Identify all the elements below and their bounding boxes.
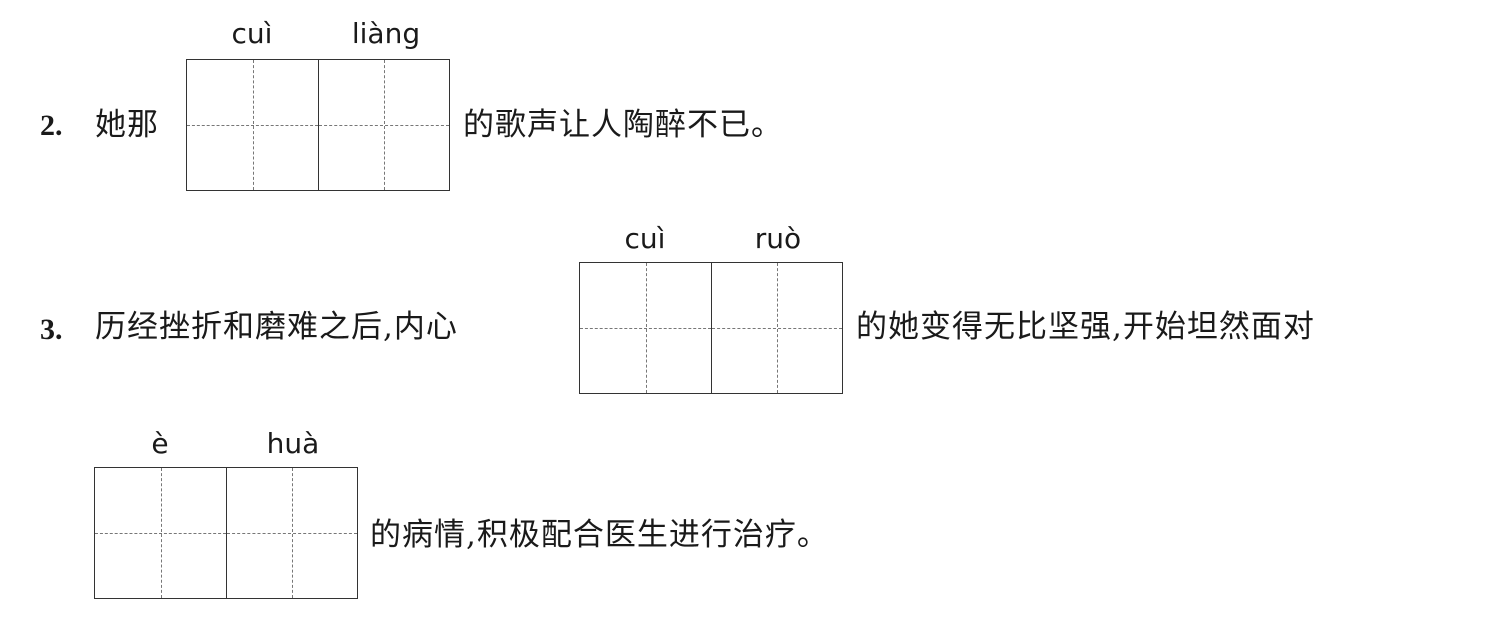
pinyin-label: huà (266, 427, 320, 460)
answer-box[interactable] (186, 59, 450, 191)
writing-cell[interactable] (711, 263, 842, 393)
sentence-after: 的歌声让人陶醉不已。 (463, 107, 783, 143)
sentence-before: 历经挫折和磨难之后,内心 (95, 309, 458, 345)
sentence-after: 的病情,积极配合医生进行治疗。 (370, 517, 829, 553)
pinyin-label: cuì (624, 222, 666, 255)
sentence-before: 她那 (95, 107, 159, 143)
writing-cell[interactable] (95, 468, 226, 598)
pinyin-label: è (151, 427, 169, 460)
answer-box[interactable] (94, 467, 358, 599)
question-number: 3. (40, 313, 63, 346)
writing-cell[interactable] (226, 468, 357, 598)
writing-cell[interactable] (318, 60, 449, 190)
pinyin-label: cuì (231, 17, 273, 50)
pinyin-label: liàng (351, 17, 421, 50)
writing-cell[interactable] (187, 60, 318, 190)
answer-box[interactable] (579, 262, 843, 394)
pinyin-label: ruò (754, 222, 802, 255)
sentence-after: 的她变得无比坚强,开始坦然面对 (856, 309, 1315, 345)
writing-cell[interactable] (580, 263, 711, 393)
question-number: 2. (40, 109, 63, 142)
